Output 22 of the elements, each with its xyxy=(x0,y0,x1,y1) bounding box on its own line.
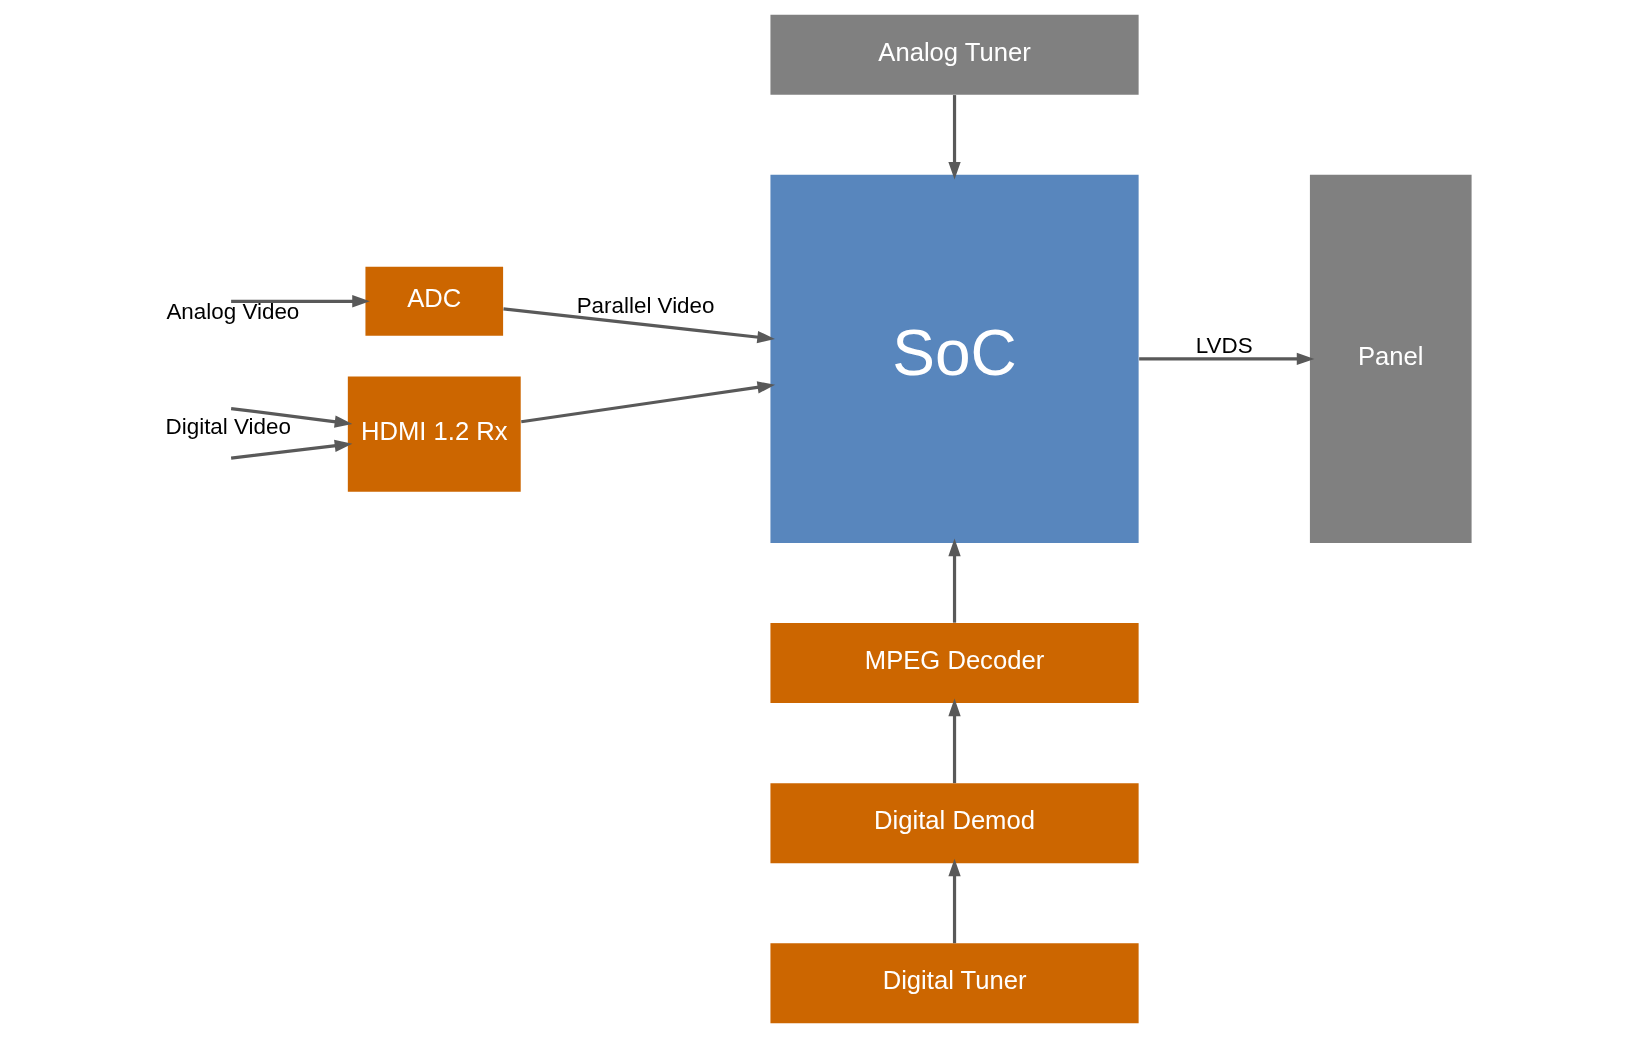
arrow xyxy=(948,858,961,944)
edge-label: Analog Video xyxy=(166,299,300,325)
arrow xyxy=(503,307,775,344)
arrow xyxy=(231,295,370,308)
arrow xyxy=(230,439,353,460)
node-box: ADC xyxy=(365,266,504,336)
node-box: HDMI 1.2 Rx xyxy=(347,376,521,492)
arrow xyxy=(948,95,961,180)
arrow xyxy=(230,406,353,428)
edge-label: Digital Video xyxy=(165,413,291,439)
arrow xyxy=(948,698,961,784)
edge-label: LVDS xyxy=(1195,332,1253,358)
node-box: Digital Tuner xyxy=(770,943,1139,1024)
node-box: MPEG Decoder xyxy=(770,623,1139,704)
node-box: Digital Demod xyxy=(770,783,1139,864)
node-box: Panel xyxy=(1309,174,1472,543)
node-box: SoC xyxy=(770,174,1139,543)
arrow xyxy=(1139,352,1315,366)
arrow xyxy=(521,381,776,424)
node-box: Analog Tuner xyxy=(770,14,1139,95)
arrow xyxy=(948,538,961,623)
edge-label: Parallel Video xyxy=(576,292,715,318)
